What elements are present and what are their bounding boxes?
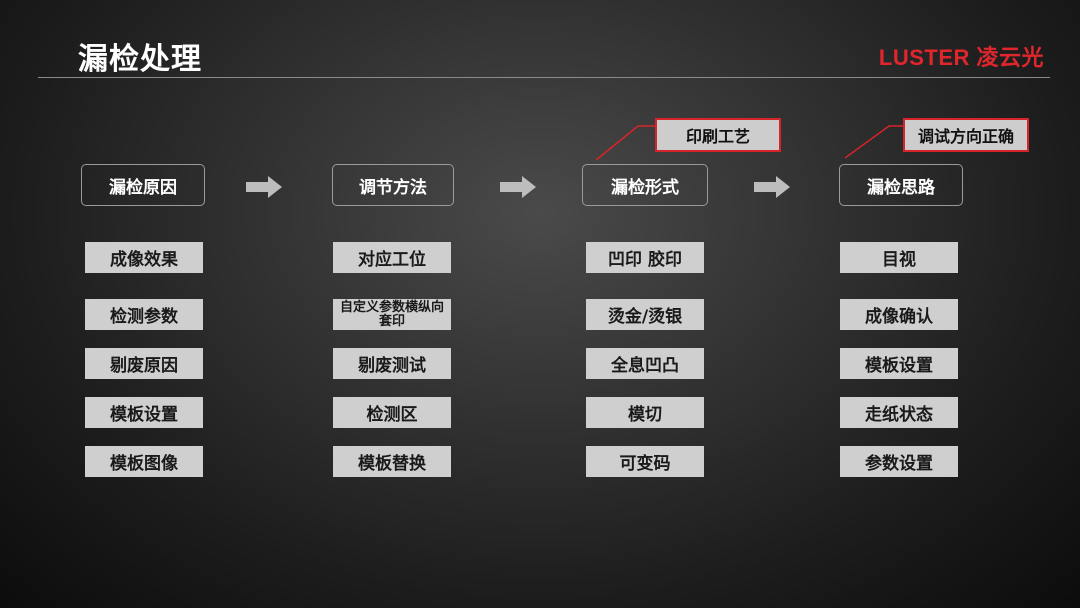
list-item: 目视: [840, 242, 958, 273]
list-item: 成像确认: [840, 299, 958, 330]
arrow-right-icon: [500, 176, 536, 198]
list-item: 自定义参数横纵向套印: [333, 299, 451, 330]
callout-leader-line: [845, 122, 915, 162]
list-item: 剔废测试: [333, 348, 451, 379]
list-item: 成像效果: [85, 242, 203, 273]
slide-title: 漏检处理: [78, 42, 202, 77]
arrow-right-icon: [246, 176, 282, 198]
list-item: 检测参数: [85, 299, 203, 330]
list-item: 可变码: [586, 446, 704, 477]
list-item: 模切: [586, 397, 704, 428]
list-item: 剔废原因: [85, 348, 203, 379]
list-item: 全息凹凸: [586, 348, 704, 379]
list-item: 模板替换: [333, 446, 451, 477]
list-item: 模板设置: [85, 397, 203, 428]
list-item: 烫金/烫银: [586, 299, 704, 330]
list-item: 对应工位: [333, 242, 451, 273]
brand-logo: LUSTER 凌云光: [878, 45, 1044, 70]
callout-leader-line: [596, 122, 666, 162]
tag-printing-process: 印刷工艺: [655, 118, 781, 152]
column-header-method: 调节方法: [332, 164, 454, 206]
list-item: 走纸状态: [840, 397, 958, 428]
tag-correct-direction: 调试方向正确: [903, 118, 1029, 152]
list-item: 模板图像: [85, 446, 203, 477]
list-item: 凹印 胶印: [586, 242, 704, 273]
column-header-form: 漏检形式: [582, 164, 708, 206]
title-divider: [38, 77, 1050, 78]
column-header-cause: 漏检原因: [81, 164, 205, 206]
list-item: 检测区: [333, 397, 451, 428]
arrow-right-icon: [754, 176, 790, 198]
list-item: 模板设置: [840, 348, 958, 379]
list-item: 参数设置: [840, 446, 958, 477]
column-header-approach: 漏检思路: [839, 164, 963, 206]
